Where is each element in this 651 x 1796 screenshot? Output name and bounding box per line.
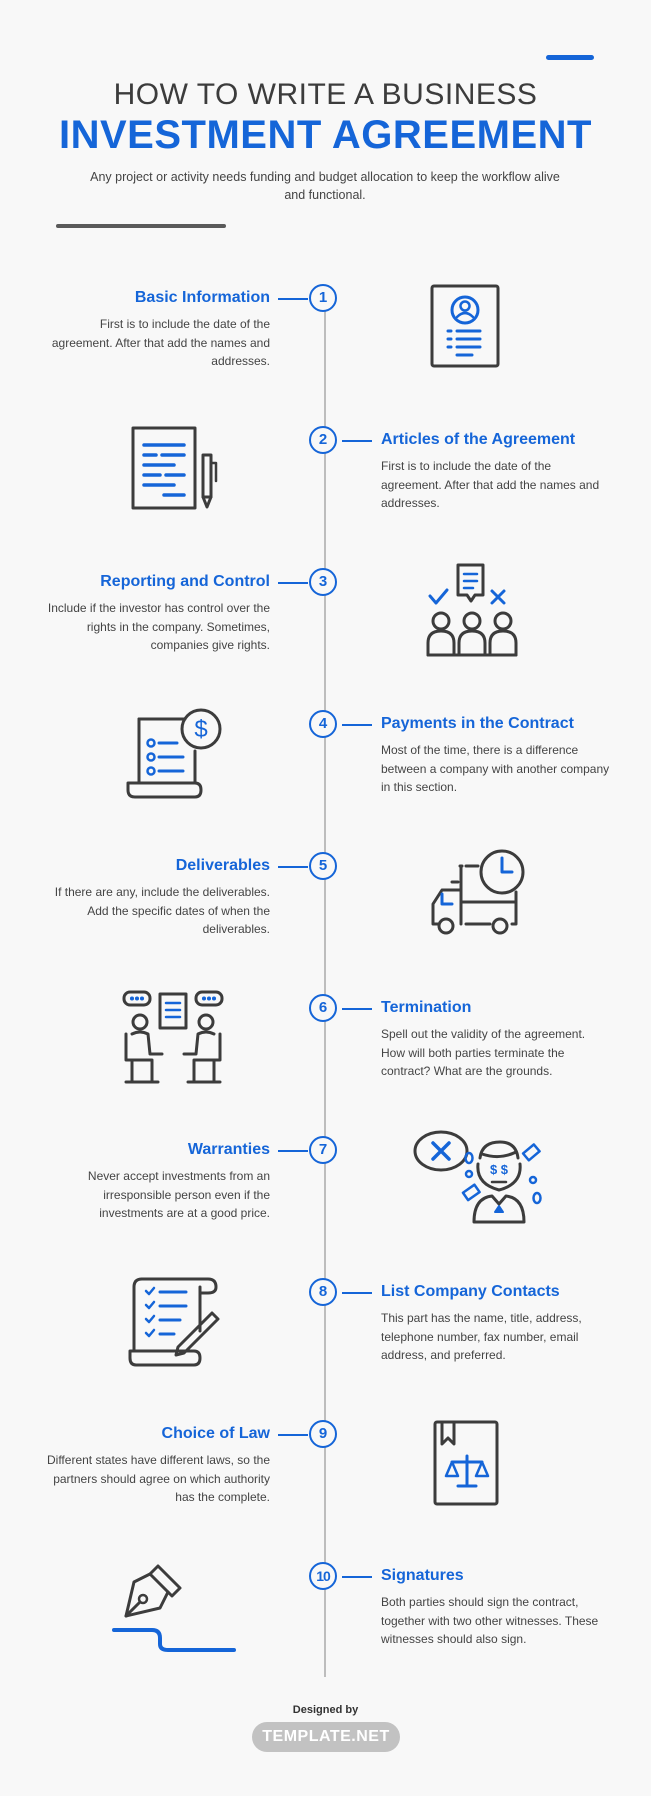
step-4-body: Most of the time, there is a difference … xyxy=(381,743,610,794)
step-5-number: 5 xyxy=(309,852,337,880)
step-8-body: This part has the name, title, address, … xyxy=(381,1311,582,1362)
step-4-connector xyxy=(342,724,372,726)
step-6-body: Spell out the validity of the agreement.… xyxy=(381,1027,586,1078)
step-3-title: Reporting and Control xyxy=(100,573,270,590)
meeting-discussion-icon xyxy=(122,990,224,1085)
step-5-title: Deliverables xyxy=(175,857,270,874)
svg-text:$ $: $ $ xyxy=(490,1162,509,1177)
accent-bar xyxy=(546,55,594,60)
divider-bar xyxy=(56,224,226,228)
step-1-number: 1 xyxy=(309,284,337,312)
step-2-connector xyxy=(342,440,372,442)
step-8-title: List Company Contacts xyxy=(381,1283,560,1300)
delivery-truck-clock-icon xyxy=(428,848,528,940)
step-1-title: Basic Information xyxy=(134,289,270,306)
svg-text:$: $ xyxy=(194,716,207,743)
step-6-number: 6 xyxy=(309,994,337,1022)
law-book-scales-icon xyxy=(432,1418,502,1508)
step-1-connector xyxy=(278,298,308,300)
brand-logo: TEMPLATE.NET xyxy=(252,1722,400,1752)
step-8-connector xyxy=(342,1292,372,1294)
timeline-line xyxy=(324,299,326,1677)
step-3-connector xyxy=(278,582,308,584)
step-3-number: 3 xyxy=(309,568,337,596)
step-5-body: If there are any, include the deliverabl… xyxy=(54,885,270,936)
step-7-body: Never accept investments from an irrespo… xyxy=(87,1169,270,1220)
checklist-scroll-icon xyxy=(128,1275,223,1367)
step-9-title: Choice of Law xyxy=(161,1425,270,1442)
step-7-connector xyxy=(278,1150,308,1152)
step-1-body: First is to include the date of the agre… xyxy=(51,317,270,368)
step-4-title: Payments in the Contract xyxy=(381,715,574,732)
title-line-1: HOW TO WRITE A BUSINESS xyxy=(113,78,538,111)
document-profile-icon xyxy=(430,284,502,370)
step-3-body: Include if the investor has control over… xyxy=(47,601,270,652)
step-2-title: Articles of the Agreement xyxy=(381,431,576,448)
designed-by-label: Designed by xyxy=(292,1704,359,1716)
document-pen-icon xyxy=(130,425,222,515)
step-8-number: 8 xyxy=(309,1278,337,1306)
step-9-body: Different states have different laws, so… xyxy=(46,1453,270,1504)
title-line-2: INVESTMENT AGREEMENT xyxy=(59,113,592,157)
step-4-number: 4 xyxy=(309,710,337,738)
group-decision-icon xyxy=(425,563,520,658)
step-9-connector xyxy=(278,1434,308,1436)
step-10-title: Signatures xyxy=(381,1567,464,1584)
step-5-connector xyxy=(278,866,308,868)
step-7-title: Warranties xyxy=(187,1141,270,1158)
step-9-number: 9 xyxy=(309,1420,337,1448)
investor-money-icon: $ $ xyxy=(412,1130,552,1225)
step-10-body: Both parties should sign the contract, t… xyxy=(381,1595,599,1646)
step-10-number: 10 xyxy=(309,1562,337,1590)
step-6-title: Termination xyxy=(381,999,472,1016)
step-7-number: 7 xyxy=(309,1136,337,1164)
step-10-connector xyxy=(342,1576,372,1578)
step-2-body: First is to include the date of the agre… xyxy=(381,459,600,510)
step-2-number: 2 xyxy=(309,426,337,454)
step-6-connector xyxy=(342,1008,372,1010)
subtitle: Any project or activity needs funding an… xyxy=(90,170,560,202)
invoice-dollar-icon: $ xyxy=(125,707,225,799)
fountain-pen-signature-icon xyxy=(112,1560,237,1656)
